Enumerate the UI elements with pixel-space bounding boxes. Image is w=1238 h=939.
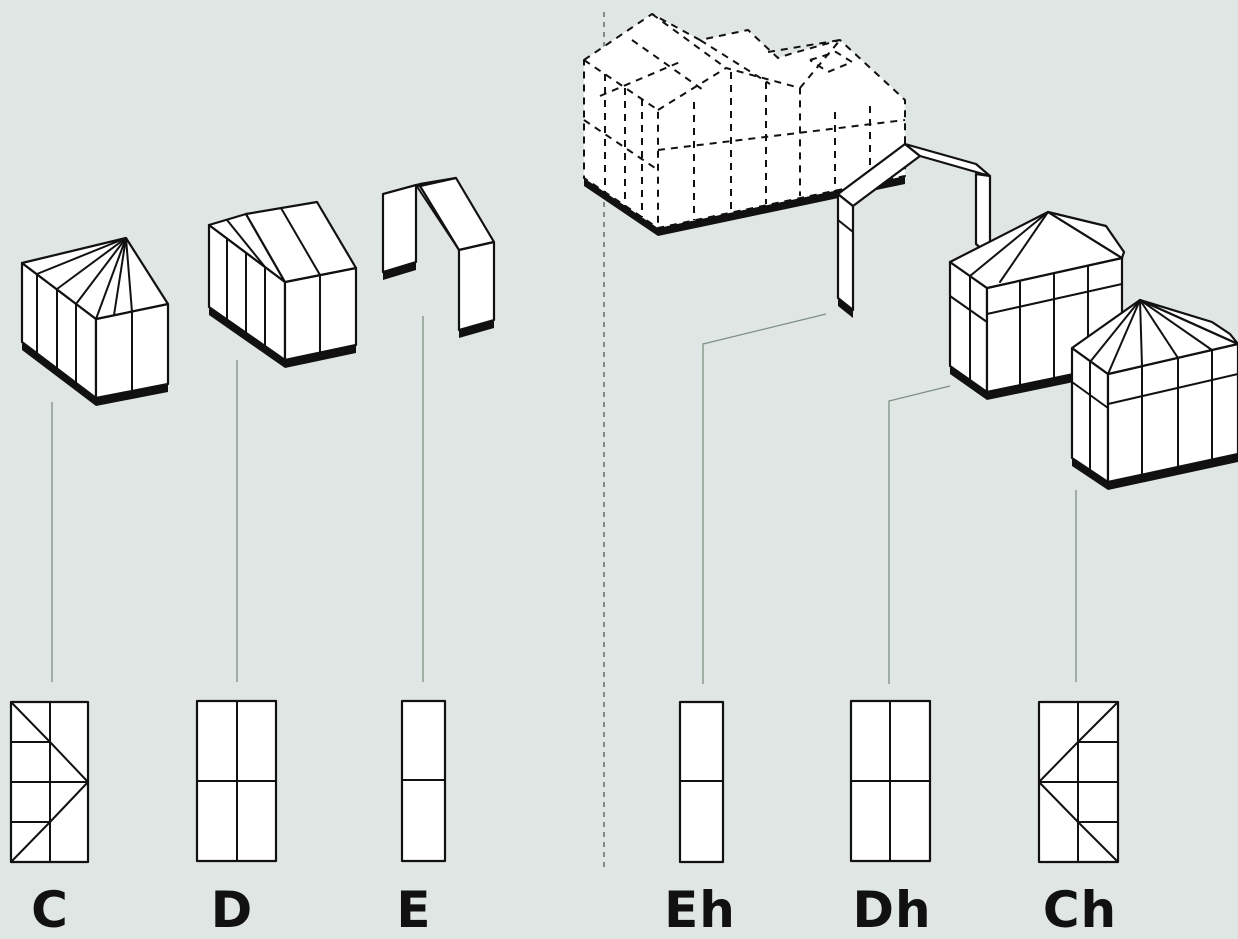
frame-eh (836, 142, 992, 318)
greenhouse-ch (1070, 298, 1238, 490)
label-ch: Ch (1042, 881, 1118, 939)
label-dh: Dh (852, 881, 932, 939)
plan-e (400, 699, 447, 863)
greenhouse-d (207, 200, 358, 368)
label-eh: Eh (664, 881, 736, 939)
label-d: D (210, 881, 254, 939)
leader-lines (51, 313, 1077, 684)
plan-d (195, 699, 278, 863)
greenhouse-dh (948, 210, 1126, 400)
frame-e (381, 176, 496, 338)
plan-eh (678, 700, 725, 864)
dashed-greenhouse-outline (583, 13, 906, 236)
label-c: C (31, 881, 69, 939)
plan-dh (849, 699, 932, 863)
greenhouse-c (20, 236, 170, 406)
plan-ch (1037, 700, 1120, 864)
label-e: E (396, 881, 432, 939)
plan-c (9, 700, 90, 864)
